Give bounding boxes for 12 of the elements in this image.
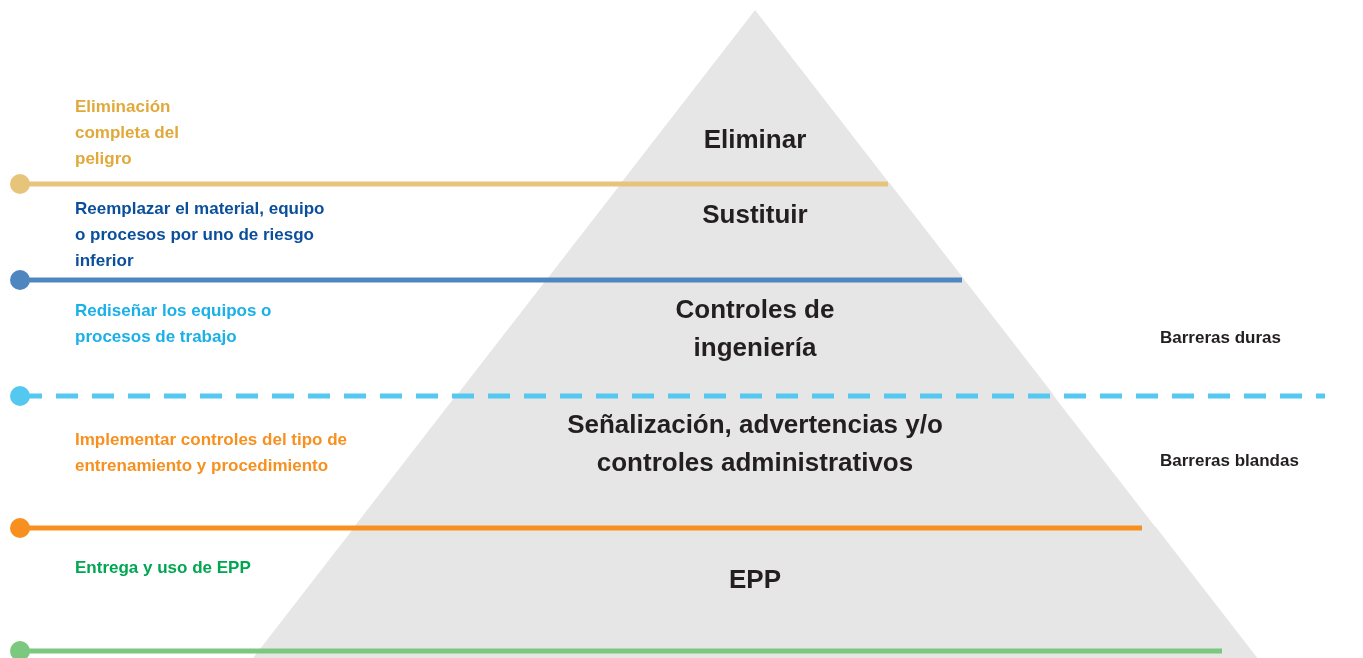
- description-text: Barreras blandas: [1160, 450, 1300, 472]
- description-text: Reemplazar el material, equipo o procesos por uno de riesgo inferior: [75, 198, 325, 272]
- level-title: Señalización, advertencias y/o controles administrativos: [566, 408, 944, 479]
- level-title: Controles de ingeniería: [674, 293, 836, 364]
- level-title: Sustituir: [702, 198, 808, 231]
- level-title: EPP: [728, 563, 781, 596]
- description-text: Implementar controles del tipo de entrenamiento y procedimiento: [75, 429, 349, 477]
- description-text: Eliminación completa del peligro: [75, 96, 180, 170]
- description-text: Rediseñar los equipos o procesos de trabajo: [75, 300, 273, 348]
- description-text: Barreras duras: [1160, 327, 1282, 349]
- level-title: Eliminar: [703, 123, 807, 156]
- description-text: Entrega y uso de EPP: [75, 557, 252, 579]
